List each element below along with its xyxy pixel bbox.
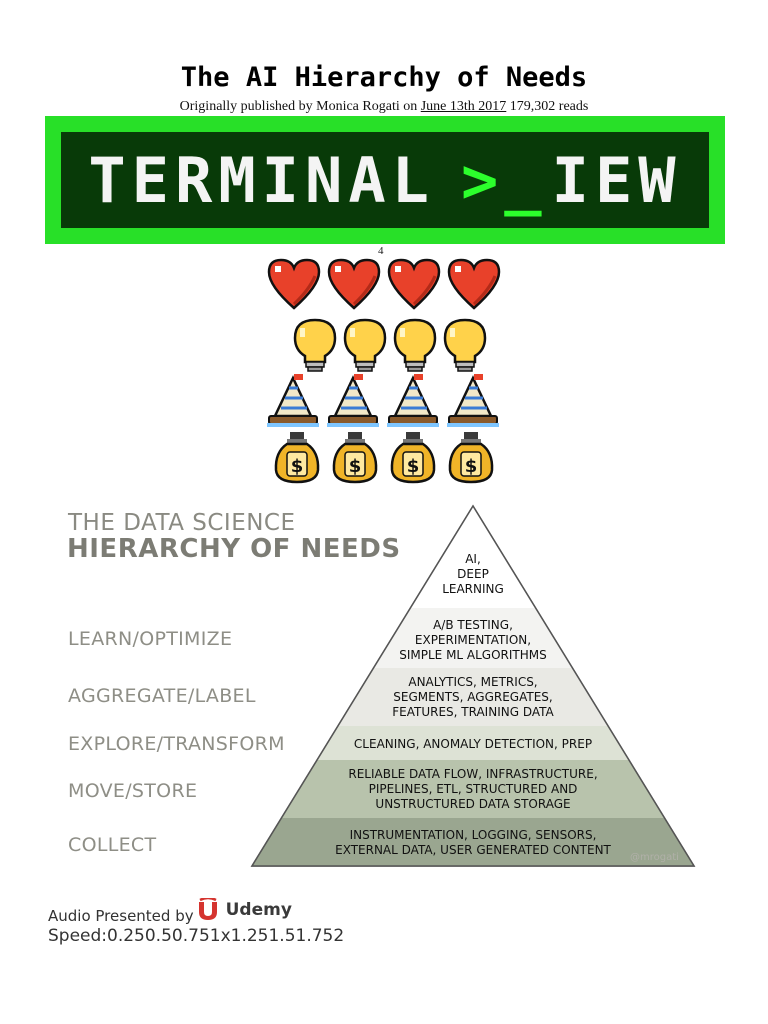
party-hat-icon [445, 372, 501, 429]
pyramid-fills [250, 504, 696, 867]
lightbulb-icon [293, 318, 337, 373]
heart-icon [267, 258, 321, 310]
banner-panel: TERMINAL >_ IEW [61, 132, 709, 228]
tier-text-collect: INSTRUMENTATION, LOGGING, SENSORS, EXTER… [335, 828, 611, 857]
tier-text-ai: AI, DEEP LEARNING [442, 552, 504, 596]
heart-icon [387, 258, 441, 310]
money-bags-row [274, 430, 494, 484]
image-caption: 4 [378, 245, 384, 257]
level-label-aggregate: AGGREGATE/LABEL [68, 685, 256, 707]
money-bag-icon [448, 430, 494, 484]
watermark: @mrogati [630, 852, 679, 863]
byline-date-link[interactable]: June 13th 2017 [420, 99, 507, 114]
byline: Originally published by Monica Rogati on… [0, 99, 768, 115]
audio-label: Audio Presented by [48, 907, 194, 925]
banner-text-main: TERMINAL [88, 143, 435, 217]
money-bag-icon [332, 430, 378, 484]
level-label-explore: EXPLORE/TRANSFORM [68, 733, 285, 755]
tier-text-explore: CLEANING, ANOMALY DETECTION, PREP [353, 737, 593, 751]
page-title: The AI Hierarchy of Needs [180, 62, 588, 93]
party-hat-icon [325, 372, 381, 429]
speed-controls[interactable]: Speed:0.250.50.751x1.251.51.752 [48, 926, 345, 946]
audio-presented-by: Audio Presented by Udemy [48, 898, 292, 928]
money-bag-icon [390, 430, 436, 484]
heart-icon [327, 258, 381, 310]
heart-icon [447, 258, 501, 310]
hearts-row [267, 258, 501, 310]
level-label-move: MOVE/STORE [68, 780, 198, 802]
level-label-learn: LEARN/OPTIMIZE [68, 628, 233, 650]
hats-row [265, 372, 501, 429]
terminal-view-banner: TERMINAL >_ IEW [45, 116, 725, 244]
pixel-icon-grid: $ [265, 258, 501, 484]
banner-text-suffix: IEW [551, 143, 682, 217]
party-hat-icon [265, 372, 321, 429]
dsh-title-line2: HIERARCHY OF NEEDS [67, 534, 401, 564]
money-bag-icon [274, 430, 320, 484]
dsh-title-line1: THE DATA SCIENCE [68, 510, 296, 536]
lightbulb-icon [343, 318, 387, 373]
udemy-wordmark: Udemy [225, 900, 292, 920]
banner-prompt: >_ [460, 143, 548, 217]
tier-text-learn: A/B TESTING, EXPERIMENTATION, SIMPLE ML … [399, 618, 547, 662]
udemy-mark-icon [198, 898, 217, 920]
udemy-logo[interactable]: Udemy [196, 898, 292, 922]
party-hat-icon [385, 372, 441, 429]
level-label-collect: COLLECT [68, 834, 157, 856]
tier-text-aggregate: ANALYTICS, METRICS, SEGMENTS, AGGREGATES… [392, 675, 554, 719]
lightbulb-icon [393, 318, 437, 373]
lightbulb-icon [443, 318, 487, 373]
byline-reads: 179,302 reads [506, 99, 589, 114]
bulbs-row [293, 318, 487, 373]
byline-prefix: Originally published by Monica Rogati on [179, 99, 421, 114]
tier-text-move: RELIABLE DATA FLOW, INFRASTRUCTURE, PIPE… [348, 767, 598, 811]
